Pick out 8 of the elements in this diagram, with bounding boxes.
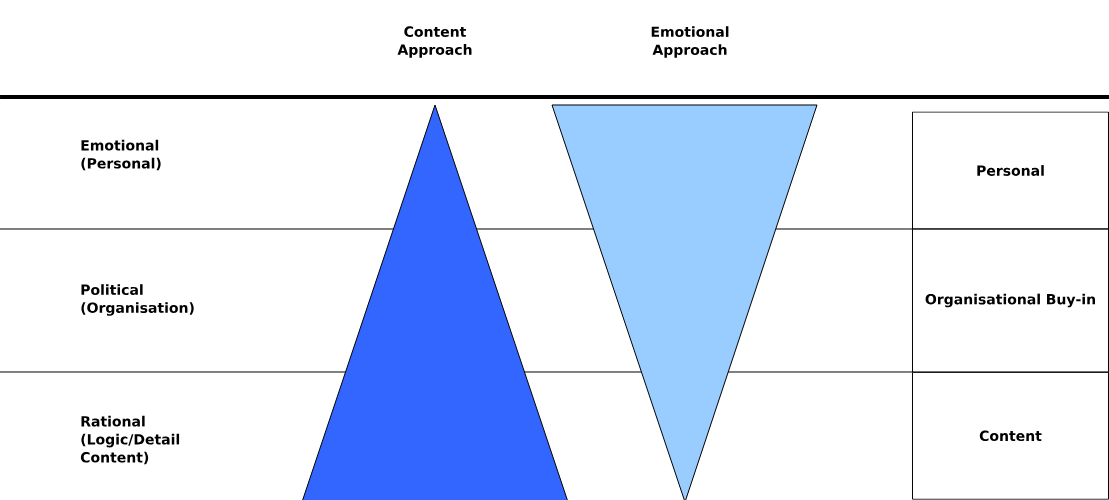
row-label: Rational (Logic/Detail Content) bbox=[80, 415, 180, 465]
column-heading: Content Approach bbox=[397, 26, 472, 58]
row-label: Political (Organisation) bbox=[81, 284, 194, 316]
row-box: Organisational Buy-in bbox=[912, 228, 1109, 373]
column-heading: Emotional Approach bbox=[651, 26, 729, 58]
row-box: Personal bbox=[912, 111, 1109, 230]
row-label: Emotional (Personal) bbox=[81, 139, 161, 171]
row-box: Content bbox=[912, 371, 1109, 500]
